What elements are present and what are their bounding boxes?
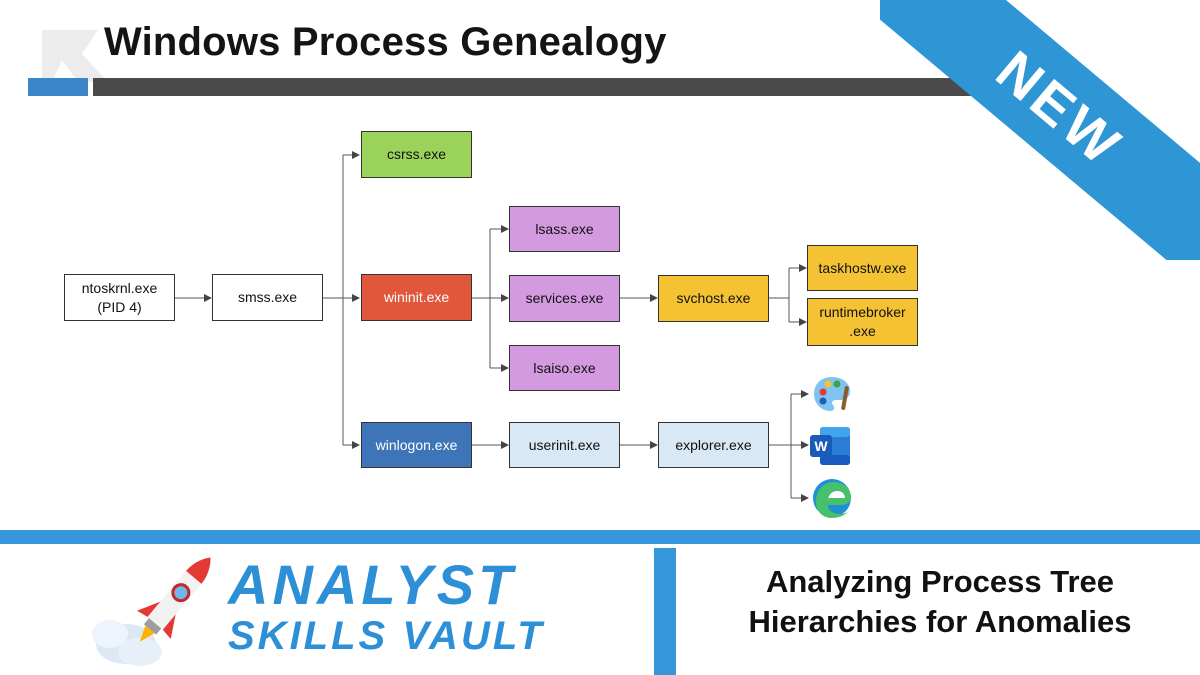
footer-top-bar xyxy=(0,530,1200,544)
node-services-label: services.exe xyxy=(525,290,604,307)
brand-name-line2: SKILLS VAULT xyxy=(228,614,545,658)
node-runtimebroker: runtimebroker .exe xyxy=(807,298,918,346)
footer-divider xyxy=(654,548,676,675)
rocket-icon xyxy=(92,557,211,666)
watermark-logo xyxy=(42,30,108,82)
node-smss-label: smss.exe xyxy=(237,289,298,306)
brand-name-line1: ANALYST xyxy=(228,553,517,616)
node-userinit-label: userinit.exe xyxy=(528,436,601,453)
node-userinit: userinit.exe xyxy=(509,422,620,468)
node-ntoskrnl-label: ntoskrnl.exe (PID 4) xyxy=(81,279,158,315)
node-csrss-label: csrss.exe xyxy=(386,146,447,163)
edge-icon xyxy=(813,479,851,518)
header-divider-bar xyxy=(93,78,1053,96)
node-lsass: lsass.exe xyxy=(509,206,620,252)
node-lsass-label: lsass.exe xyxy=(535,220,594,237)
node-taskhostw-label: taskhostw.exe xyxy=(818,259,907,276)
node-runtimebroker-label: runtimebroker .exe xyxy=(819,304,906,339)
paint-icon xyxy=(814,377,850,411)
node-winlogon-label: winlogon.exe xyxy=(375,436,458,453)
node-smss: smss.exe xyxy=(212,274,323,321)
node-explorer: explorer.exe xyxy=(658,422,769,468)
page-title: Windows Process Genealogy xyxy=(104,20,667,64)
node-wininit-label: wininit.exe xyxy=(383,289,450,306)
node-csrss: csrss.exe xyxy=(361,131,472,178)
header-accent-bar xyxy=(28,78,88,96)
node-wininit: wininit.exe xyxy=(361,274,472,321)
node-winlogon: winlogon.exe xyxy=(361,422,472,468)
svg-text:W: W xyxy=(814,438,828,454)
word-icon: W xyxy=(810,427,850,465)
node-taskhostw: taskhostw.exe xyxy=(807,245,918,291)
node-explorer-label: explorer.exe xyxy=(675,436,752,453)
node-services: services.exe xyxy=(509,275,620,322)
node-lsaiso: lsaiso.exe xyxy=(509,345,620,391)
node-lsaiso-label: lsaiso.exe xyxy=(533,359,596,376)
node-svchost-label: svchost.exe xyxy=(676,290,751,307)
episode-subtitle: Analyzing Process Tree Hierarchies for A… xyxy=(748,564,1132,640)
node-svchost: svchost.exe xyxy=(658,275,769,322)
node-ntoskrnl: ntoskrnl.exe (PID 4) xyxy=(64,274,175,321)
